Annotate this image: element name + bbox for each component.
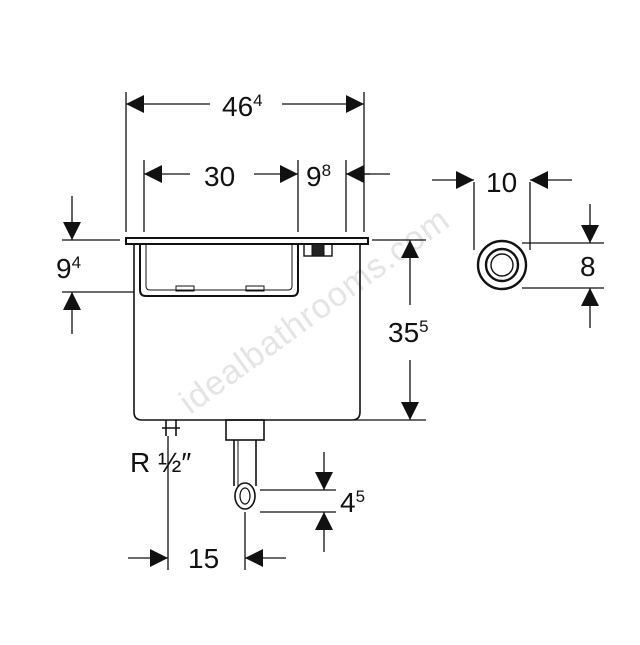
label-lid-height: 94: [56, 253, 81, 284]
label-body-height: 355: [388, 317, 429, 348]
label-outlet-offset: 15: [188, 543, 219, 574]
watermark: idealbathrooms.com: [172, 200, 457, 421]
flush-button-detail: [476, 239, 528, 291]
label-side-offset: 98: [306, 161, 331, 192]
label-overall-width: 464: [222, 91, 263, 122]
label-tray-width: 30: [204, 161, 235, 192]
label-button-height: 8: [580, 251, 596, 282]
label-outlet-height: 45: [340, 487, 365, 518]
label-button-width: 10: [486, 167, 517, 198]
label-thread: R ½″: [130, 447, 191, 478]
dimension-lines: [63, 95, 599, 567]
dimension-labels: 464 30 98 94 355 10 8 45 15 R ½″: [56, 91, 596, 574]
cistern: [125, 237, 369, 510]
extension-lines: [62, 92, 604, 570]
